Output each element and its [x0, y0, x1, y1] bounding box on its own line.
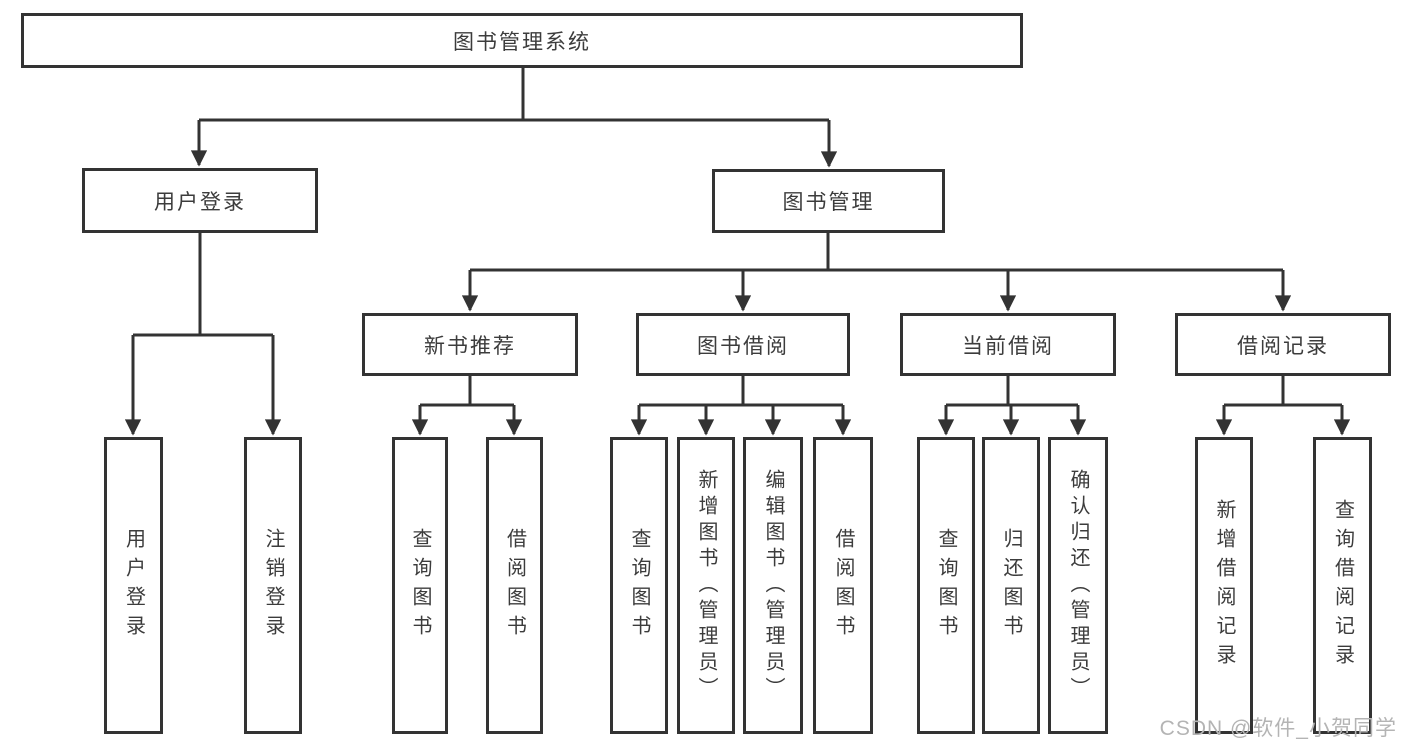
- leaf-records-query: 查询借阅记录: [1313, 437, 1372, 734]
- node-book-management: 图书管理: [712, 169, 945, 233]
- node-book-borrow: 图书借阅: [636, 313, 850, 376]
- leaf-rec-query-books: 查询图书: [392, 437, 448, 734]
- watermark: CSDN @软件_小贺同学: [1159, 717, 1397, 740]
- leaf-cur-query-books: 查询图书: [917, 437, 975, 734]
- leaf-borrow-borrow-books: 借阅图书: [813, 437, 873, 734]
- leaf-cur-return-books: 归还图书: [982, 437, 1040, 734]
- leaf-records-add: 新增借阅记录: [1195, 437, 1253, 734]
- leaf-borrow-edit-books-admin: 编辑图书（管理员）: [743, 437, 803, 734]
- leaf-borrow-query-books: 查询图书: [610, 437, 668, 734]
- node-current-borrow: 当前借阅: [900, 313, 1116, 376]
- leaf-rec-borrow-books: 借阅图书: [486, 437, 543, 734]
- node-new-book-recommend: 新书推荐: [362, 313, 578, 376]
- node-borrow-records: 借阅记录: [1175, 313, 1391, 376]
- node-user-login: 用户登录: [82, 168, 318, 233]
- node-root: 图书管理系统: [21, 13, 1023, 68]
- leaf-user-login: 用户登录: [104, 437, 163, 734]
- leaf-borrow-add-books-admin: 新增图书（管理员）: [677, 437, 735, 734]
- leaf-cur-confirm-return-admin: 确认归还（管理员）: [1048, 437, 1108, 734]
- leaf-logout: 注销登录: [244, 437, 302, 734]
